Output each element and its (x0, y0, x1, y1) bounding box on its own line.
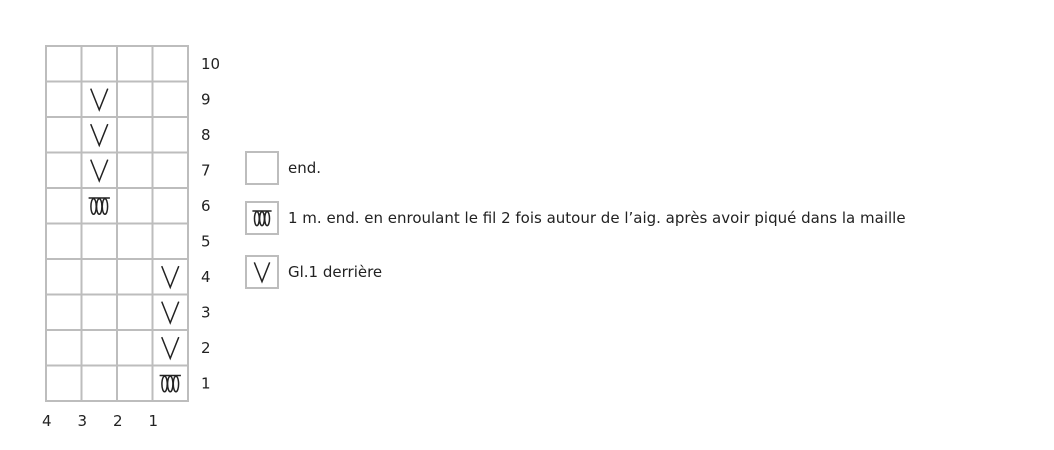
chart-cell (80, 293, 118, 331)
chart-cell (116, 222, 154, 260)
chart-cell (116, 364, 154, 402)
legend-swatch (245, 151, 279, 185)
row-number: 1 (201, 374, 211, 392)
legend-swatch (245, 255, 279, 289)
chart-cell (80, 45, 118, 83)
legend-item: Gl.1 derrière (245, 255, 382, 289)
legend-item: 1 m. end. en enroulant le fil 2 fois aut… (245, 201, 906, 235)
chart-cell (80, 187, 118, 225)
chart-cell (80, 364, 118, 402)
legend-swatch (245, 201, 279, 235)
wrap-stitch-icon (252, 210, 272, 227)
row-number: 7 (201, 161, 211, 179)
chart-cell (45, 364, 83, 402)
column-number: 4 (42, 412, 52, 430)
chart-cell (45, 329, 83, 367)
chart-cell (116, 329, 154, 367)
row-number: 9 (201, 90, 211, 108)
column-number: 3 (77, 412, 87, 430)
chart-cell (45, 293, 83, 331)
chart-grid (45, 45, 189, 402)
legend-label: 1 m. end. en enroulant le fil 2 fois aut… (288, 209, 906, 227)
chart-cell (151, 151, 189, 189)
chart-cell (45, 151, 83, 189)
chart-cell (80, 329, 118, 367)
wrap-stitch-icon (159, 374, 181, 393)
row-labels: 10 9 8 7 6 5 4 3 2 1 (201, 55, 220, 393)
chart-cell (116, 116, 154, 154)
column-number: 2 (113, 412, 123, 430)
slip-stitch-icon (253, 262, 271, 284)
row-number: 4 (201, 268, 211, 286)
chart-cell (116, 151, 154, 189)
chart-cell (151, 80, 189, 118)
slip-stitch-icon (161, 336, 180, 361)
row-number: 3 (201, 303, 211, 321)
legend: end. 1 m. end. en enroulant le fil 2 fois… (245, 151, 906, 289)
row-number: 10 (201, 55, 220, 73)
chart-cell (45, 45, 83, 83)
chart-cell (45, 258, 83, 296)
column-labels: 4 3 2 1 (42, 412, 158, 430)
chart-cell (116, 45, 154, 83)
legend-label: end. (288, 159, 321, 177)
row-number: 6 (201, 197, 211, 215)
legend-label: Gl.1 derrière (288, 263, 382, 281)
chart-cell (45, 80, 83, 118)
wrap-stitch-icon (88, 197, 110, 216)
row-number: 8 (201, 126, 211, 144)
chart-cell (151, 45, 189, 83)
chart-cell (45, 116, 83, 154)
chart-cell (151, 187, 189, 225)
legend-item: end. (245, 151, 321, 185)
chart-cell (116, 258, 154, 296)
chart-cell (151, 364, 189, 402)
chart-cell (80, 222, 118, 260)
chart-cell (45, 187, 83, 225)
chart-cell (151, 222, 189, 260)
chart-cell (116, 187, 154, 225)
column-number: 1 (148, 412, 158, 430)
slip-stitch-icon (90, 88, 109, 112)
slip-stitch-icon (161, 265, 180, 290)
chart-cell (80, 258, 118, 296)
slip-stitch-icon (90, 123, 109, 148)
chart-cell (116, 80, 154, 118)
row-number: 5 (201, 232, 211, 250)
chart-cell (116, 293, 154, 331)
slip-stitch-icon (161, 301, 180, 325)
chart-cell (151, 116, 189, 154)
slip-stitch-icon (90, 159, 109, 183)
row-number: 2 (201, 339, 211, 357)
chart-cell (45, 222, 83, 260)
